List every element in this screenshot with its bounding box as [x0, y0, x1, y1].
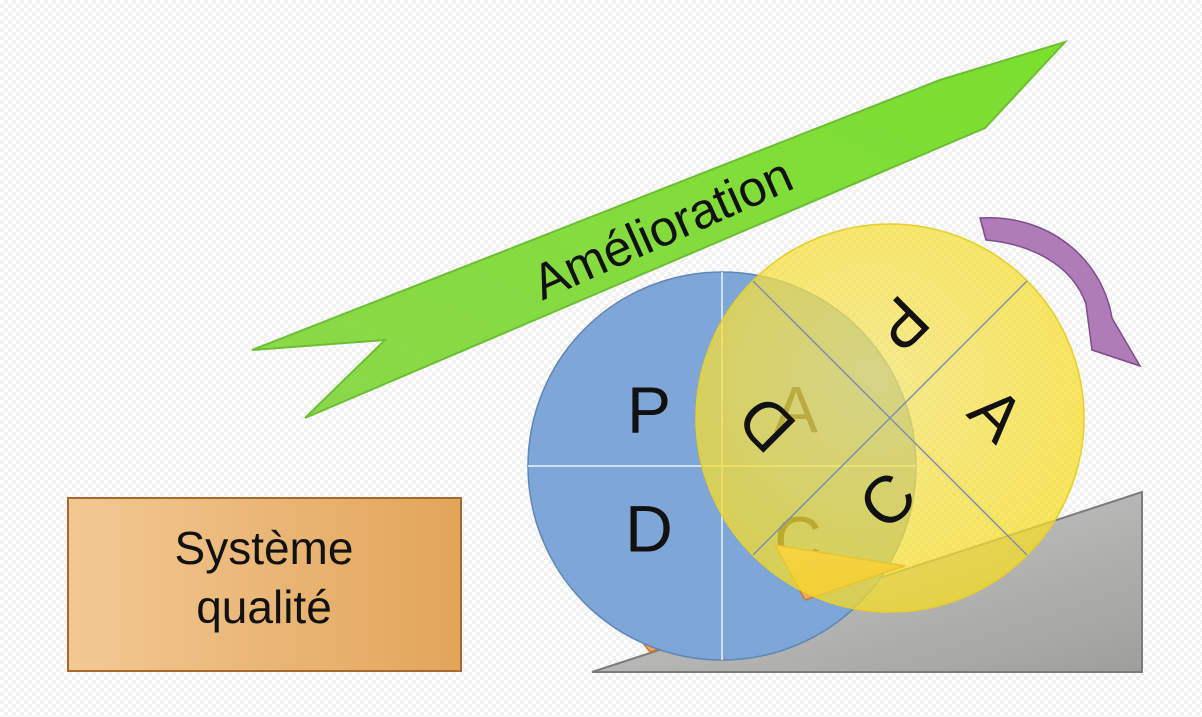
quality-system-box-shape [67, 497, 462, 672]
front-wheel-divider-b [752, 280, 1028, 556]
quality-system-box-label-line2: qualité [196, 581, 332, 633]
front-pdca-wheel: P A C D [695, 223, 1085, 613]
back-wheel-letter-p: P [627, 372, 671, 446]
quality-system-box: Système qualité [67, 497, 462, 672]
back-wheel-letter-d: D [625, 491, 673, 565]
improvement-arrow-shape [251, 39, 1069, 419]
rotation-arrow-icon [979, 217, 1142, 368]
quality-system-box-label-line1: Système [175, 522, 354, 574]
